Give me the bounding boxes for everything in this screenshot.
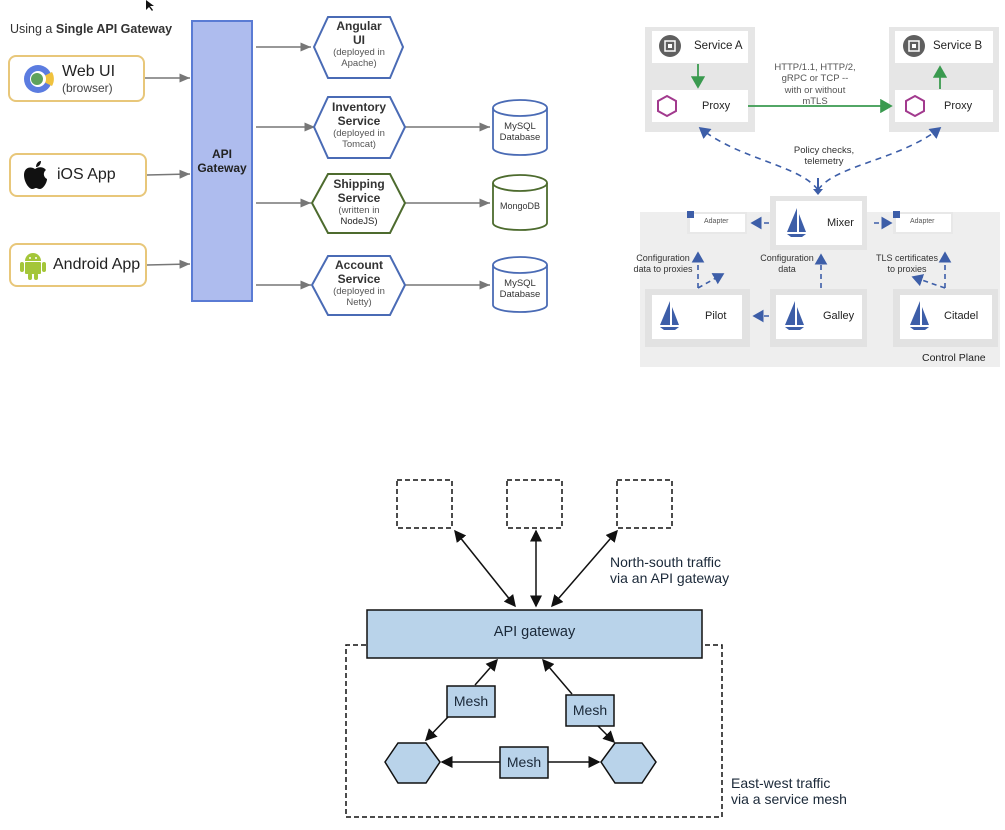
api-gateway-text: API gateway <box>493 624 576 640</box>
control-plane-label: Control Plane <box>922 352 986 364</box>
mesh-left-label: Mesh <box>453 693 489 709</box>
service-hexagon-inventory <box>312 96 407 159</box>
adapter-right-label: Adapter <box>910 218 935 225</box>
client-ios-app: iOS App <box>9 153 147 197</box>
arrow-ios-gateway <box>146 169 191 179</box>
chip-icon-service-b <box>903 35 925 57</box>
service-hexagon-shipping <box>310 173 407 234</box>
mesh-right-label: Mesh <box>572 702 608 718</box>
gateway-connectors <box>145 16 548 316</box>
arrow-android-gateway <box>146 259 191 269</box>
api-gateway-bar <box>366 609 703 659</box>
diagram-title: Using a Single API Gateway <box>10 22 173 36</box>
client-android-app: Android App <box>9 243 147 287</box>
chrome-icon <box>24 64 54 93</box>
database-mongodb <box>492 174 548 231</box>
istio-graphics <box>640 27 1000 367</box>
database-mysql-1 <box>492 99 548 156</box>
service-label-angular: Angular UI (deployed in Apache) <box>333 19 385 69</box>
mixer-label: Mixer <box>827 217 854 229</box>
service-hexagon-account <box>310 255 407 316</box>
traffic-graphics <box>345 479 723 818</box>
client-web-ui: Web UI(browser) <box>8 55 145 102</box>
pilot-label: Pilot <box>705 310 727 322</box>
mesh-box-right <box>565 694 615 727</box>
proxy-hexagon-icon-b <box>905 94 925 118</box>
service-hexagon-left <box>384 742 441 784</box>
service-mesh-boundary <box>345 644 723 818</box>
proxy-b-label: Proxy <box>944 100 973 112</box>
apple-icon <box>24 161 47 189</box>
service-b-label: Service B <box>933 40 983 52</box>
galley-label: Galley <box>823 310 855 322</box>
service-label-inventory: Inventory Service (deployed in Tomcat) <box>331 100 386 150</box>
proxy-a-label: Proxy <box>702 100 731 112</box>
citadel-label: Citadel <box>944 310 979 322</box>
db-label-mongodb: MongoDB <box>499 201 541 211</box>
chip-icon-service-a <box>659 35 681 57</box>
mouse-cursor-icon <box>146 0 154 11</box>
proxy-hexagon-icon-a <box>657 94 677 118</box>
database-mysql-2 <box>492 256 548 313</box>
external-client-box-2 <box>506 479 563 529</box>
api-gateway-box <box>191 20 253 302</box>
service-label-account: Account Service (deployed in Netty) <box>333 258 385 308</box>
service-a-label: Service A <box>694 40 743 52</box>
mesh-bottom-label: Mesh <box>506 754 542 770</box>
service-hexagon-right <box>600 742 657 784</box>
external-client-box-3 <box>616 479 673 529</box>
protocol-label: HTTP/1.1, HTTP/2,gRPC or TCP -- with or … <box>774 62 856 108</box>
policy-label: Policy checks,telemetry <box>793 145 855 168</box>
service-hexagon-angular <box>312 16 405 79</box>
android-icon <box>20 253 46 280</box>
adapter-left-label: Adapter <box>704 218 729 225</box>
external-client-box-1 <box>396 479 453 529</box>
service-label-shipping: Shipping Service (written in NodeJS) <box>333 177 385 227</box>
mesh-box-bottom <box>499 746 549 779</box>
mesh-box-left <box>446 685 496 718</box>
